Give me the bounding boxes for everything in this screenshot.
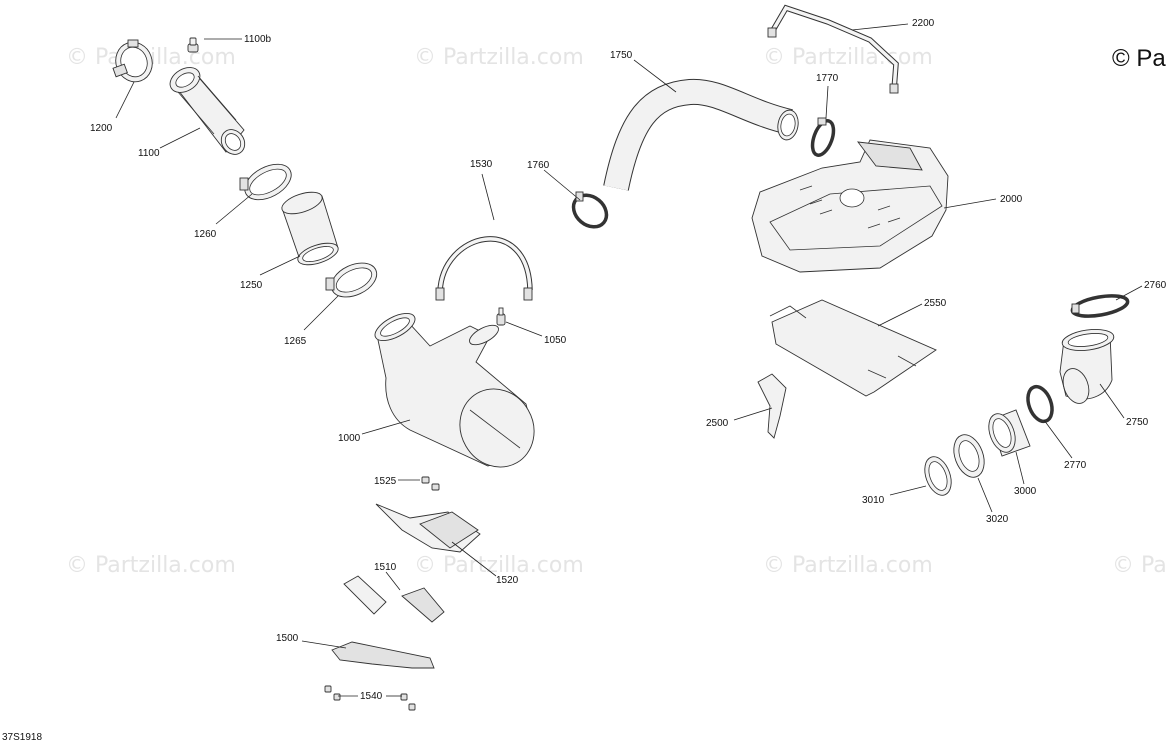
part-1520-heat-shield[interactable] [375,503,481,553]
part-1525-fasteners[interactable] [421,476,440,491]
part-1250-sleeve[interactable] [279,188,341,269]
part-1260-clamp[interactable] [239,157,297,207]
part-1750-intake-hose[interactable] [603,78,800,191]
callout-1000[interactable]: 1000 [338,433,361,444]
copyright-corner-text: © Pa [1112,45,1166,72]
part-2770-clamp[interactable] [1024,383,1057,424]
callout-2500[interactable]: 2500 [706,418,729,429]
part-2750-elbow[interactable] [1059,326,1116,407]
part-1100-pipe[interactable] [166,62,250,158]
watermark-text: © Partzilla.com [763,45,933,70]
callout-1750[interactable]: 1750 [610,50,633,61]
callout-1250[interactable]: 1250 [240,280,263,291]
callout-1100b[interactable]: 1100b [244,34,272,45]
part-1530-strap[interactable] [435,236,533,301]
watermark-text: © Partzilla.com [414,553,584,578]
callout-1520[interactable]: 1520 [496,575,519,586]
watermark-text: © Pa [1112,553,1167,578]
part-1540-screws[interactable] [324,685,416,711]
callout-1265[interactable]: 1265 [284,336,307,347]
callout-2200[interactable]: 2200 [912,18,935,29]
part-1265-clamp[interactable] [325,256,382,303]
watermark-text: © Partzilla.com [414,45,584,70]
part-2550-cover-plate[interactable] [769,299,937,397]
part-1770-clamp[interactable] [808,117,837,158]
callout-3010[interactable]: 3010 [862,495,885,506]
callout-2000[interactable]: 2000 [1000,194,1023,205]
callout-2750[interactable]: 2750 [1126,417,1149,428]
part-1510-brackets[interactable] [343,575,445,623]
callout-1050[interactable]: 1050 [544,335,567,346]
part-1050-sensor[interactable] [496,307,506,326]
callout-1770[interactable]: 1770 [816,73,839,84]
callout-1540[interactable]: 1540 [360,691,383,702]
callout-3000[interactable]: 3000 [1014,486,1037,497]
callout-1530[interactable]: 1530 [470,159,493,170]
part-2200-strap[interactable] [767,4,899,94]
part-2000-airbox[interactable] [751,139,949,273]
drawing-code: 37S1918 [2,732,42,743]
callout-2550[interactable]: 2550 [924,298,947,309]
watermark-text: © Partzilla.com [66,553,236,578]
part-3020-gasket[interactable] [948,431,989,482]
callout-1510[interactable]: 1510 [374,562,397,573]
callout-1100[interactable]: 1100 [138,148,160,159]
part-1000-muffler[interactable] [371,308,548,481]
callout-1260[interactable]: 1260 [194,229,217,240]
callout-3020[interactable]: 3020 [986,514,1009,525]
part-1500-plate[interactable] [331,641,435,669]
watermark-text: © Partzilla.com [763,553,933,578]
callout-1760[interactable]: 1760 [527,160,550,171]
callout-2760[interactable]: 2760 [1144,280,1167,291]
callout-1525[interactable]: 1525 [374,476,397,487]
part-3000-adapter[interactable] [984,409,1031,457]
part-1100b-fitting[interactable] [187,37,199,53]
callout-labels: 1200 1100b 1100 1260 1250 1265 1000 1530… [90,18,1167,702]
part-3010-ring[interactable] [920,453,956,499]
leader-lines [115,23,1143,697]
part-1200-clamp[interactable] [110,37,158,87]
callout-1200[interactable]: 1200 [90,123,113,134]
callout-1500[interactable]: 1500 [276,633,299,644]
callout-2770[interactable]: 2770 [1064,460,1087,471]
part-2760-clamp[interactable] [1070,292,1130,319]
part-2500-bracket[interactable] [757,373,787,439]
watermark-layer: © Partzilla.com © Partzilla.com © Partzi… [66,45,1167,578]
